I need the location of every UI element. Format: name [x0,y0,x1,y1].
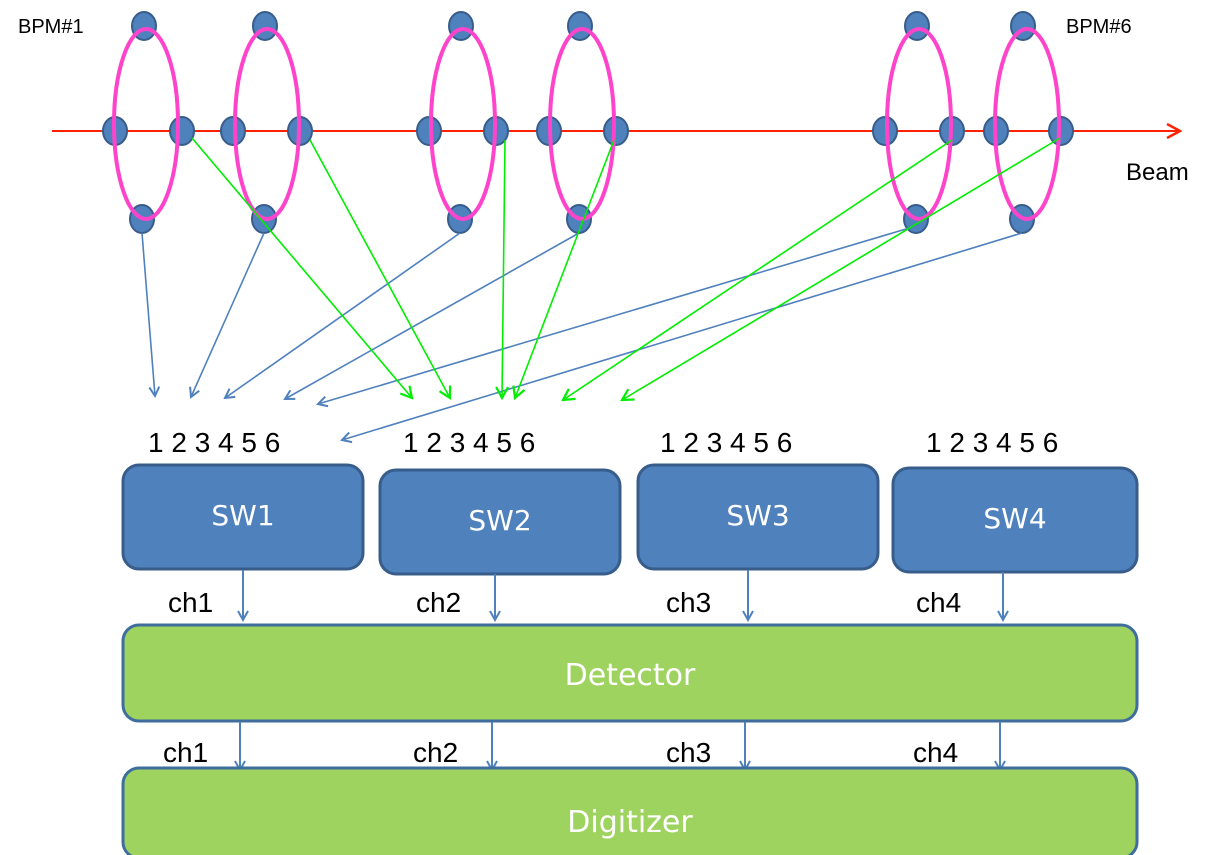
sw4-output-label: ch4 [916,587,961,618]
blue-wire-bpm6 [342,232,1023,440]
sw4-box [891,466,1139,574]
sw2-box [378,468,622,576]
sw2-inputs: 1 2 3 4 5 6 [403,427,535,458]
sw1-label: SW1 [211,499,274,532]
sw3-box [636,463,880,571]
bpm2-ring [233,27,301,221]
detector-label: Detector [565,658,696,693]
green-wire-bpm5 [563,139,953,400]
sw1-box [121,463,365,571]
sw1-output-label: ch1 [168,587,213,618]
bpm5-left-electrode [872,116,898,146]
bpm-electrodes [102,11,1074,234]
bpm-first-label: BPM#1 [18,16,84,38]
blue-wires [141,225,1023,440]
bpm2-left-electrode [220,116,246,146]
det-ch4-label: ch4 [913,737,958,768]
bpm4-right-electrode [603,116,629,146]
bpm6-right-electrode [1048,116,1074,146]
blue-wire-bpm1 [141,232,155,396]
det-ch2-label: ch2 [413,737,458,768]
digitizer-box [121,766,1139,855]
detector-output-arrows [240,722,1000,770]
blue-wire-bpm4 [285,232,580,399]
det-ch1-label: ch1 [163,737,208,768]
green-wire-bpm3 [502,139,505,398]
bpm1-right-electrode [169,116,195,146]
bpm5-ring [885,27,953,221]
bpm-last-label: BPM#6 [1066,16,1132,38]
switch-output-arrows [243,570,1003,620]
bpm-rings [112,27,1061,221]
sw2-output-label: ch2 [416,587,461,618]
sw3-label: SW3 [726,499,789,532]
blue-wire-bpm2 [191,232,265,397]
beam-label: Beam [1126,159,1189,186]
detector-box [121,623,1139,723]
bpm3-left-electrode [416,116,442,146]
sw2-label: SW2 [468,504,531,537]
green-wires [191,137,1061,400]
bpm6-ring [993,27,1061,221]
green-wire-bpm1 [191,137,412,398]
green-wire-bpm4 [515,139,615,398]
switch-boxes: SW1 SW2 SW3 SW4 [121,463,1139,576]
bpm3-ring [429,27,497,221]
bpm4-ring [548,27,616,221]
sw3-output-label: ch3 [666,587,711,618]
sw3-inputs: 1 2 3 4 5 6 [660,427,792,458]
green-wire-bpm2 [309,139,450,398]
sw1-inputs: 1 2 3 4 5 6 [148,427,280,458]
blue-wire-bpm5 [318,225,917,404]
sw4-label: SW4 [983,502,1046,535]
det-ch3-label: ch3 [666,737,711,768]
digitizer-label: Digitizer [567,805,693,840]
green-wire-bpm6 [622,137,1061,400]
sw4-inputs: 1 2 3 4 5 6 [926,427,1058,458]
bpm1-ring [112,27,180,221]
